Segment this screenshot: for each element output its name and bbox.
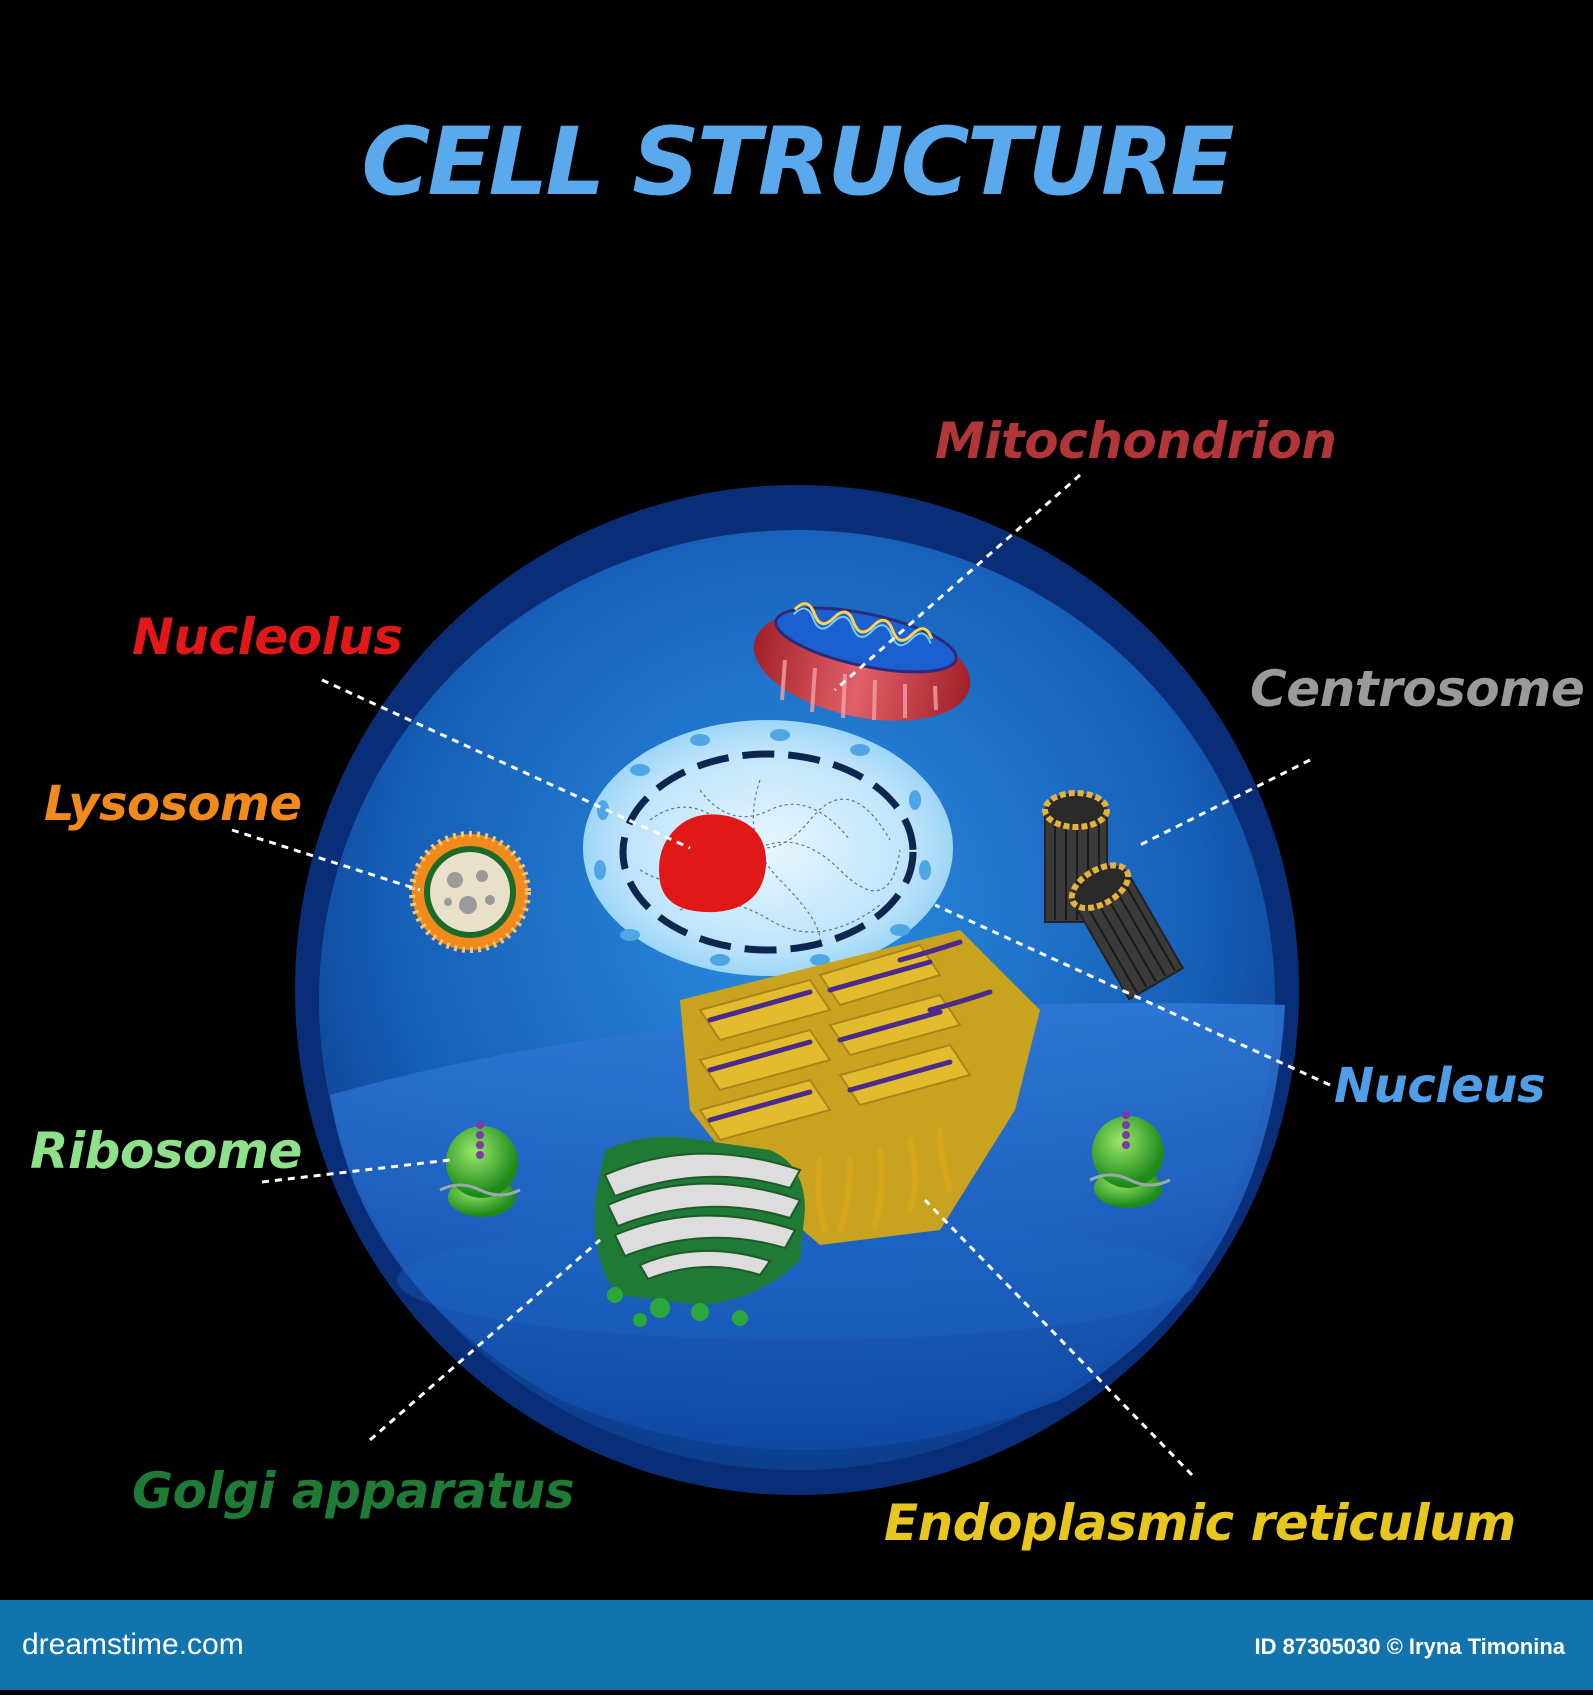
label-centrosome: Centrosome — [1250, 660, 1585, 718]
label-mitochondrion: Mitochondrion — [935, 412, 1337, 470]
ribosome-right-shape — [1089, 1111, 1171, 1208]
golgi-shape — [594, 1136, 805, 1327]
page-title: CELL STRUCTURE — [361, 108, 1234, 217]
label-golgi: Golgi apparatus — [132, 1462, 575, 1520]
footer-site: dreamstime.com — [22, 1628, 244, 1661]
leader-lines — [231, 473, 1331, 1477]
leader-line-lysosome — [231, 828, 421, 892]
label-ribosome: Ribosome — [30, 1122, 302, 1180]
ribosome-left-shape — [439, 1121, 521, 1217]
leader-line-ribosome — [261, 1158, 451, 1184]
label-lysosome: Lysosome — [44, 776, 302, 832]
leader-line-centrosome — [1139, 758, 1311, 847]
centrosome-shape — [1042, 790, 1185, 1001]
leader-line-nucleolus — [321, 678, 691, 850]
label-nucleus: Nucleus — [1334, 1058, 1546, 1114]
footer-credit: ID 87305030 © Iryna Timonina — [1254, 1634, 1565, 1659]
leader-line-golgi — [369, 1238, 601, 1442]
label-nucleolus: Nucleolus — [132, 608, 403, 666]
leader-line-mitochondrion — [834, 473, 1081, 692]
label-endoplasmic-reticulum: Endoplasmic reticulum — [884, 1494, 1516, 1552]
nucleus-shape — [583, 720, 953, 976]
lysosome-shape — [409, 831, 531, 953]
footer-bar: dreamstime.com ID 87305030 © Iryna Timon… — [0, 1600, 1593, 1690]
